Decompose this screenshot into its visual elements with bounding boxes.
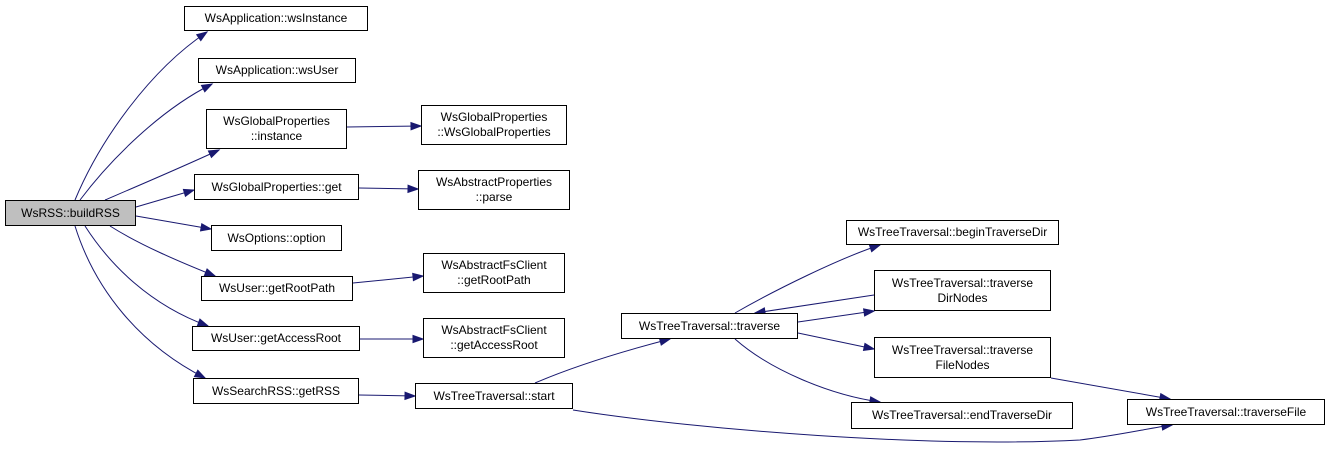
edge-arrowhead xyxy=(412,272,425,282)
edge-arrowhead xyxy=(195,31,209,42)
edge-build-rss-to-ws-user xyxy=(79,83,213,201)
node-label-line: WsSearchRSS::getRSS xyxy=(211,383,341,398)
node-label-line: WsApplication::wsUser xyxy=(215,63,339,77)
node-wstreetraversal-traverse[interactable]: WsTreeTraversal::traverse xyxy=(621,313,798,339)
node-wsglobalproperties-get[interactable]: WsGlobalProperties::get xyxy=(194,174,359,200)
node-wssearchrss-getrss[interactable]: WsSearchRSS::getRSS xyxy=(193,378,359,404)
edge-tt-traverse-to-tt-begin-dir xyxy=(734,244,881,314)
node-label-line: ::WsGlobalProperties xyxy=(437,125,551,139)
node-label-line: WsRSS::buildRSS xyxy=(21,205,120,220)
node-wsapplication-wsinstance[interactable]: WsApplication::wsInstance xyxy=(184,6,368,31)
edge-arrowhead xyxy=(658,337,672,346)
node-wstreetraversal-begintraversedir[interactable]: WsTreeTraversal::beginTraverseDir xyxy=(846,220,1059,245)
node-label-line: WsTreeTraversal::start xyxy=(433,388,555,403)
node-label-line: ::parse xyxy=(475,190,513,204)
edge-tt-start-to-tt-traverse xyxy=(534,338,671,384)
node-wsuser-getrootpath[interactable]: WsUser::getRootPath xyxy=(201,276,353,301)
edge-build-rss-to-gp-instance xyxy=(104,149,220,201)
edge-tt-traverse-to-tt-end-dir xyxy=(734,338,881,403)
node-label-line: WsApplication::wsInstance xyxy=(204,11,348,25)
node-wsabstractfsclient-getrootpath[interactable]: WsAbstractFsClient ::getRootPath xyxy=(423,253,565,293)
edge-arrowhead xyxy=(203,268,217,277)
edge-arrowhead xyxy=(862,342,876,352)
edge-build-rss-to-search-get-rss xyxy=(74,225,206,379)
edge-build-rss-to-ws-instance xyxy=(74,31,208,201)
node-label-line: WsAbstractFsClient xyxy=(441,258,547,272)
node-label-line: WsUser::getAccessRoot xyxy=(210,331,342,345)
node-label-line: WsGlobalProperties xyxy=(440,110,548,124)
edge-arrowhead xyxy=(182,188,196,198)
edge-arrowhead xyxy=(412,334,425,344)
node-label-line: WsAbstractProperties xyxy=(435,175,553,189)
edge-user-root-path-to-fs-root-path xyxy=(352,275,424,284)
node-wstreetraversal-traversefile[interactable]: WsTreeTraversal::traverseFile xyxy=(1127,399,1325,425)
node-wsabstractproperties-parse[interactable]: WsAbstractProperties ::parse xyxy=(418,170,570,210)
edge-arrowhead xyxy=(207,149,221,159)
edge-arrowhead xyxy=(407,184,420,194)
edge-tt-start-to-tt-file xyxy=(572,409,1173,443)
node-wstreetraversal-traversefilenodes[interactable]: WsTreeTraversal::traverse FileNodes xyxy=(874,337,1051,378)
node-label-line: WsTreeTraversal::beginTraverseDir xyxy=(857,225,1048,239)
node-label-line: FileNodes xyxy=(935,357,990,372)
node-wsuser-getaccessroot[interactable]: WsUser::getAccessRoot xyxy=(192,326,360,351)
node-label-line: ::getRootPath xyxy=(457,273,531,287)
edge-tt-dir-nodes-to-tt-traverse xyxy=(754,294,875,314)
node-label-line: WsGlobalProperties::get xyxy=(211,179,342,194)
edge-arrowhead xyxy=(862,308,876,317)
edge-tt-traverse-to-tt-dir-nodes xyxy=(797,310,875,323)
node-label-line: WsGlobalProperties xyxy=(223,114,330,128)
node-label-line: WsTreeTraversal::endTraverseDir xyxy=(871,408,1053,422)
node-wstreetraversal-traversedirnodes[interactable]: WsTreeTraversal::traverse DirNodes xyxy=(874,270,1051,311)
node-label-line: WsTreeTraversal::traverse xyxy=(891,275,1034,290)
node-wsrss-buildrss: WsRSS::buildRSS xyxy=(5,200,136,226)
node-wsabstractfsclient-getaccessroot[interactable]: WsAbstractFsClient ::getAccessRoot xyxy=(423,318,565,358)
node-label-line: WsTreeTraversal::traverse xyxy=(638,318,781,333)
node-label-line: DirNodes xyxy=(937,290,988,305)
node-wsapplication-wsuser[interactable]: WsApplication::wsUser xyxy=(198,58,356,83)
node-label-line: WsTreeTraversal::traverseFile xyxy=(1145,404,1307,419)
edge-gp-instance-to-gp-ctor xyxy=(346,125,422,128)
edge-arrowhead xyxy=(404,391,417,401)
node-wsoptions-option[interactable]: WsOptions::option xyxy=(211,225,342,251)
node-label-line: WsTreeTraversal::traverse xyxy=(891,342,1034,357)
edge-arrowhead xyxy=(196,318,210,327)
node-label-line: ::getAccessRoot xyxy=(450,338,538,352)
node-wsglobalproperties-instance[interactable]: WsGlobalProperties ::instance xyxy=(206,109,347,149)
edge-tt-traverse-to-tt-file-nodes xyxy=(797,332,875,350)
node-wsglobalproperties-constructor[interactable]: WsGlobalProperties ::WsGlobalProperties xyxy=(421,105,567,145)
node-label-line: WsAbstractFsClient xyxy=(441,323,547,337)
edge-arrowhead xyxy=(193,369,207,379)
edge-arrowhead xyxy=(199,222,213,232)
node-label-line: ::instance xyxy=(250,129,303,143)
node-wstreetraversal-endtraversedir[interactable]: WsTreeTraversal::endTraverseDir xyxy=(851,402,1073,429)
edge-build-rss-to-options-option xyxy=(135,215,212,230)
node-wstreetraversal-start[interactable]: WsTreeTraversal::start xyxy=(415,383,573,409)
node-label-line: WsOptions::option xyxy=(227,230,326,245)
edge-build-rss-to-user-root-path xyxy=(109,225,216,277)
node-label-line: WsUser::getRootPath xyxy=(218,281,336,295)
edge-arrowhead xyxy=(868,244,882,253)
edge-arrowhead xyxy=(200,83,214,93)
edge-tt-file-nodes-to-tt-file xyxy=(1050,377,1171,400)
edge-build-rss-to-user-access-root xyxy=(84,225,209,327)
edge-arrowhead xyxy=(410,121,423,131)
